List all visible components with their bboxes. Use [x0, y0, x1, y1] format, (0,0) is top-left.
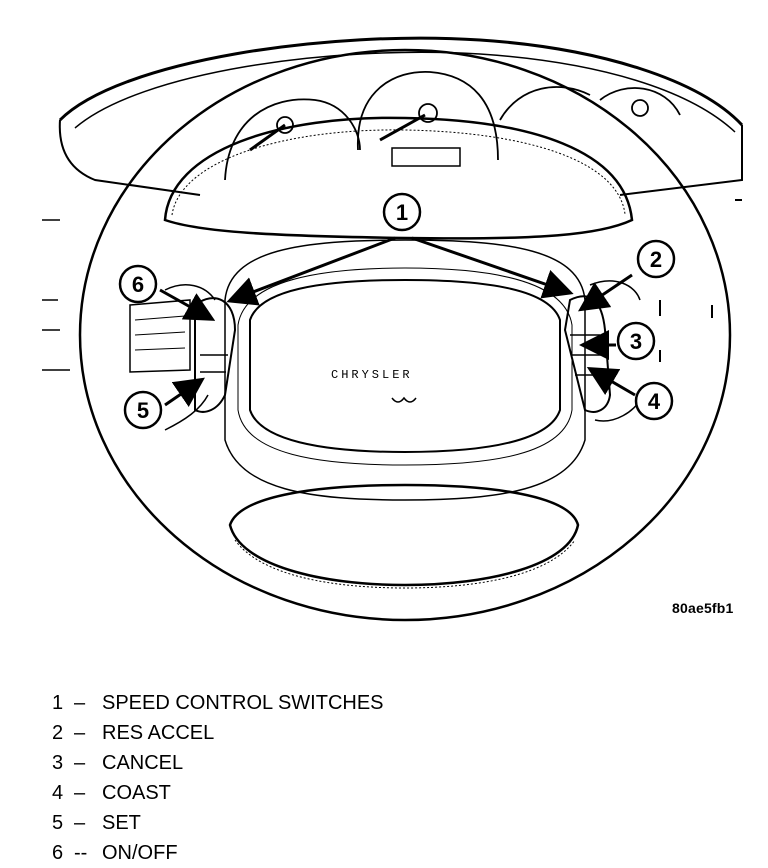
legend-number: 3 [52, 752, 64, 774]
callout-6: 6 [118, 264, 158, 304]
callout-2: 2 [636, 239, 676, 279]
callout-5-label: 5 [137, 398, 149, 423]
dashboard [42, 36, 744, 371]
legend-dash: – [74, 782, 86, 804]
arrow-5 [164, 377, 205, 407]
callout-4-label: 4 [648, 389, 661, 414]
arrow-4 [586, 366, 636, 397]
steering-wheel-lower-spoke [228, 483, 580, 589]
legend-item: 4–COAST [52, 778, 384, 808]
legend-item: 5–SET [52, 808, 384, 838]
legend-dash: -- [74, 842, 88, 864]
legend-dash: – [74, 752, 86, 774]
legend-item: 1–SPEED CONTROL SWITCHES [52, 688, 384, 718]
arrow-1-left [226, 236, 396, 306]
instrument-gauges [224, 71, 681, 181]
callout-1-label: 1 [396, 200, 408, 225]
callout-6-label: 6 [132, 272, 144, 297]
legend-label: SET [102, 812, 141, 834]
callout-1: 1 [382, 192, 422, 232]
arrow-2 [578, 273, 633, 312]
callout-3: 3 [616, 321, 656, 361]
legend-label: CANCEL [102, 752, 184, 774]
figure-id: 80ae5fb1 [672, 600, 734, 616]
arrow-6 [159, 288, 216, 321]
legend-number: 1 [52, 692, 64, 714]
legend-number: 6 [52, 842, 64, 864]
callout-4: 4 [634, 381, 674, 421]
legend-dash: – [74, 692, 86, 714]
legend-item: 3–CANCEL [52, 748, 384, 778]
legend-dash: – [74, 722, 86, 744]
callout-5: 5 [123, 390, 163, 430]
callout-arrows [159, 236, 636, 407]
legend-number: 4 [52, 782, 64, 804]
legend-label: ON/OFF [102, 842, 178, 864]
legend-item: 6 -- ON/OFF [52, 838, 384, 868]
legend-label: RES ACCEL [102, 722, 215, 744]
legend-label: COAST [102, 782, 171, 804]
legend-item: 2–RES ACCEL [52, 718, 384, 748]
callout-2-label: 2 [650, 247, 662, 272]
steering-wheel-diagram: CHRYSLER 1 2 [42, 36, 744, 622]
legend-dash: – [74, 812, 86, 834]
diagram-svg: CHRYSLER 1 2 [42, 36, 744, 622]
legend-number: 2 [52, 722, 64, 744]
brand-logo-text: CHRYSLER [331, 368, 413, 382]
legend-list: 1–SPEED CONTROL SWITCHES 2–RES ACCEL 3–C… [52, 688, 384, 868]
arrow-1-right [411, 236, 574, 299]
brand-emblem-icon [391, 396, 417, 403]
callout-3-label: 3 [630, 329, 642, 354]
legend-label: SPEED CONTROL SWITCHES [102, 692, 384, 714]
legend-number: 5 [52, 812, 64, 834]
steering-wheel-rim [78, 48, 732, 622]
